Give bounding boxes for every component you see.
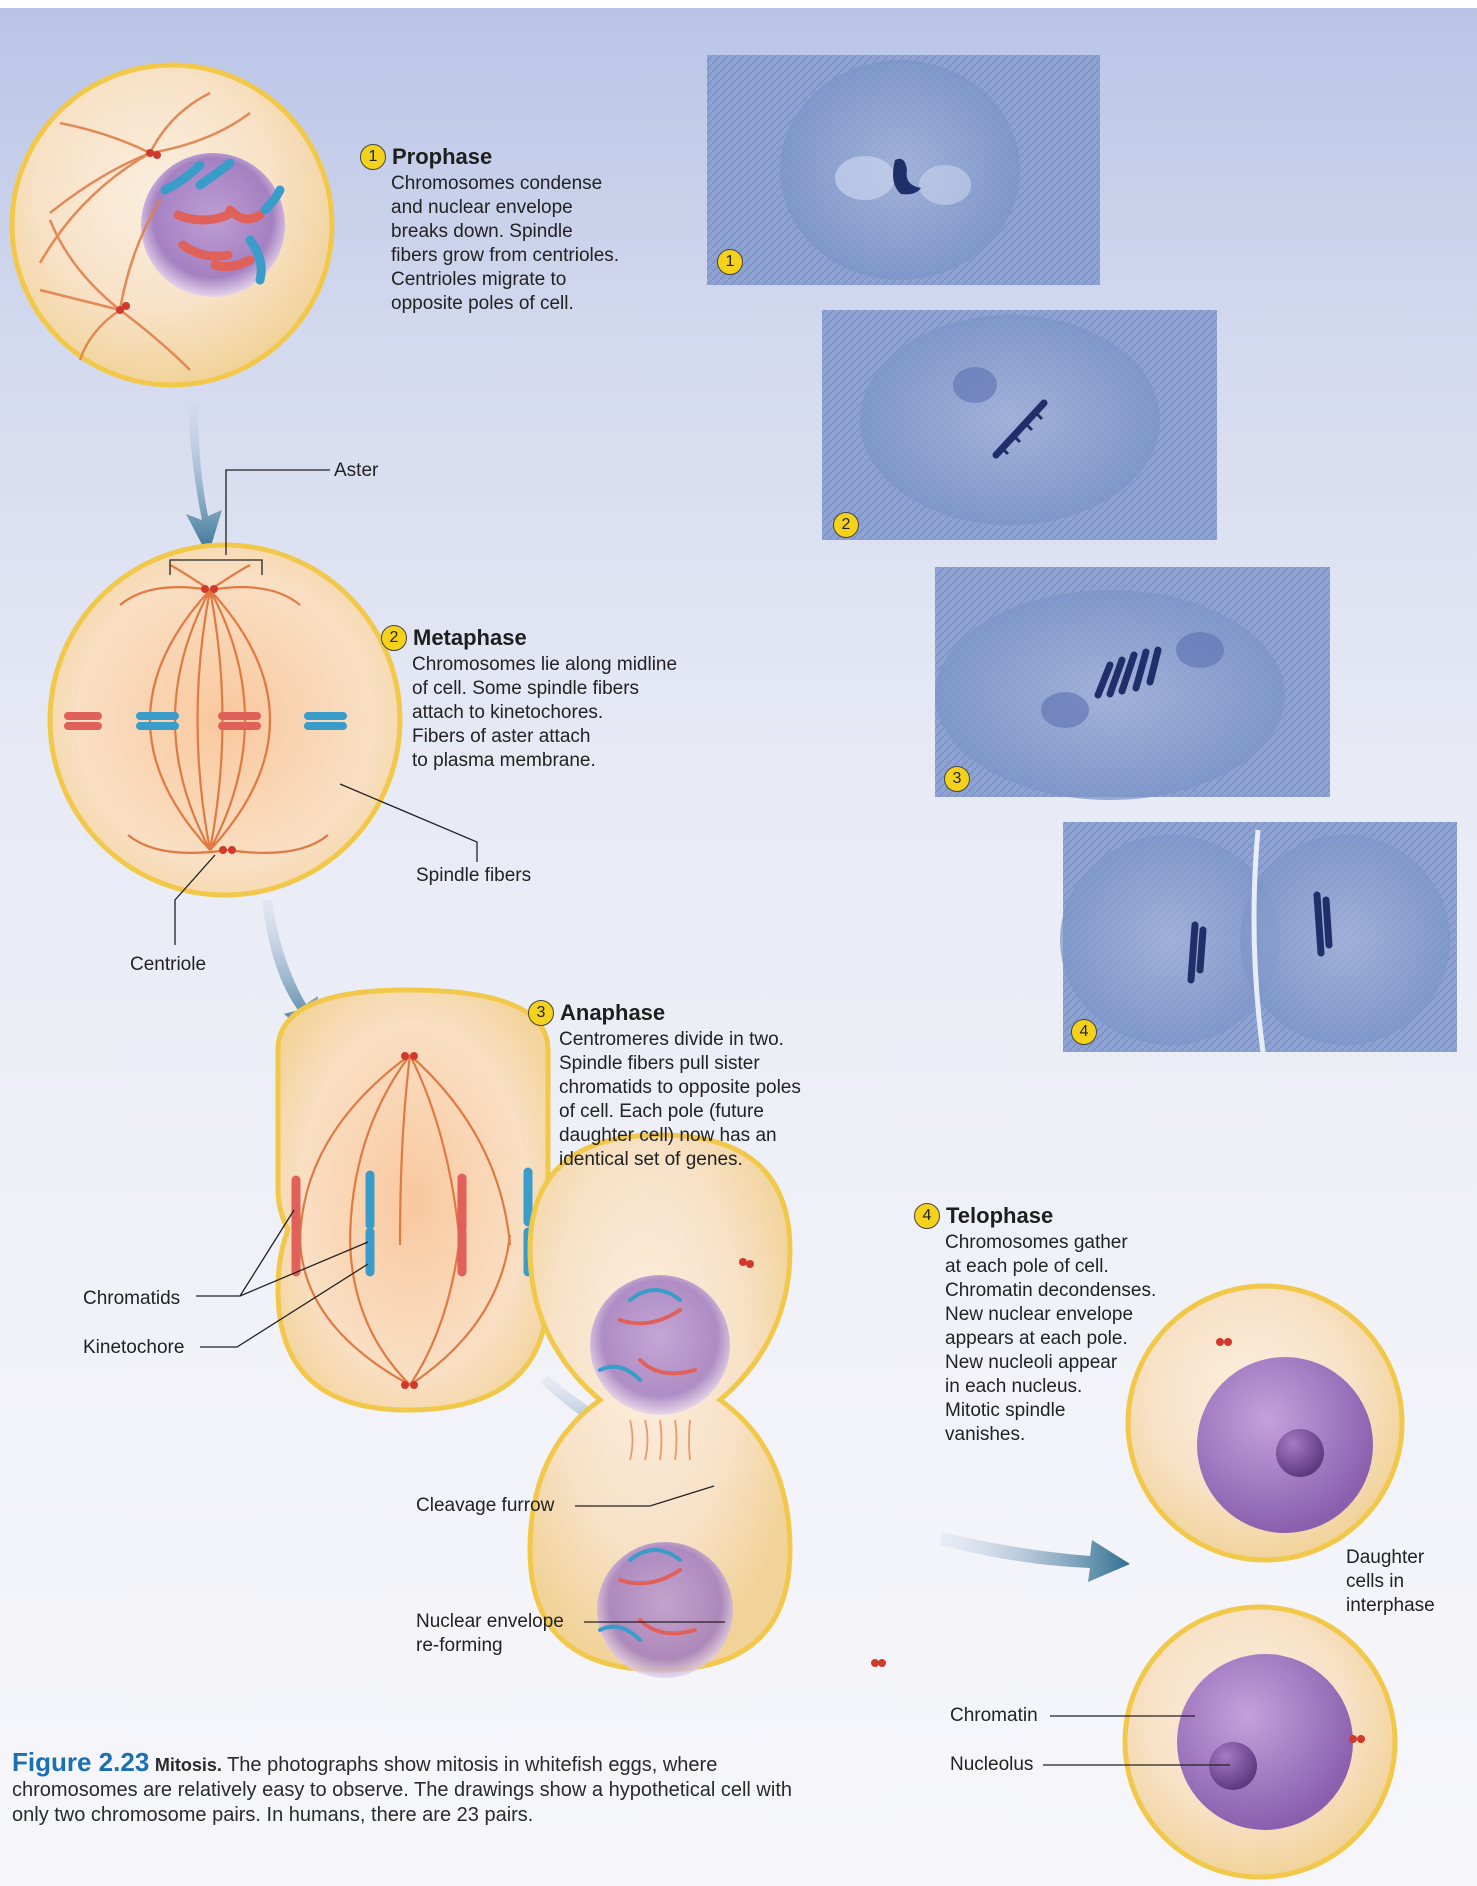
stage-number-badge: 3 — [528, 1000, 554, 1026]
label-spindle-fibers: Spindle fibers — [416, 864, 531, 888]
micrograph-photo-anaphase — [935, 567, 1330, 800]
micrograph-photo-telophase — [1060, 822, 1457, 1052]
label-cleavage-furrow: Cleavage furrow — [416, 1494, 554, 1518]
photo-badge-2: 2 — [833, 512, 859, 538]
stage-number-badge: 2 — [381, 625, 407, 651]
prophase-cell — [12, 65, 332, 385]
label-chromatin: Chromatin — [950, 1704, 1038, 1728]
figure-title: Mitosis. — [155, 1755, 222, 1775]
stage-title: Metaphase — [413, 625, 527, 651]
stage-description: Centromeres divide in two. Spindle fiber… — [559, 1028, 801, 1172]
label-nuclear-envelope: Nuclear envelope re-forming — [416, 1610, 564, 1658]
label-aster: Aster — [334, 459, 378, 483]
photo-badge-3: 3 — [944, 766, 970, 792]
anaphase-cell — [278, 990, 548, 1410]
stage-number-badge: 4 — [914, 1203, 940, 1229]
stage-title: Prophase — [392, 144, 492, 170]
stage-title: Telophase — [946, 1203, 1053, 1229]
micrograph-photo-prophase — [707, 55, 1100, 285]
arrow-prophase-to-metaphase — [186, 405, 222, 556]
arrow-telophase-to-daughter — [940, 1532, 1130, 1582]
daughter-cell-top — [1128, 1286, 1402, 1560]
stage-description: Chromosomes gather at each pole of cell.… — [945, 1231, 1156, 1447]
stage-description: Chromosomes lie along midline of cell. S… — [412, 653, 677, 773]
photo-badge-1: 1 — [717, 249, 743, 275]
label-kinetochore: Kinetochore — [83, 1336, 184, 1360]
micrograph-photo-metaphase — [822, 310, 1217, 540]
stage-description: Chromosomes condense and nuclear envelop… — [391, 172, 619, 316]
stage-number-badge: 1 — [360, 144, 386, 170]
label-daughter-cells: Daughter cells in interphase — [1346, 1546, 1435, 1618]
label-centriole: Centriole — [130, 953, 206, 977]
metaphase-cell — [50, 545, 400, 895]
figure-caption: Figure 2.23 Mitosis. The photographs sho… — [12, 1750, 812, 1828]
label-nucleolus: Nucleolus — [950, 1753, 1033, 1777]
figure-number: Figure 2.23 — [12, 1747, 149, 1777]
daughter-cell-bottom — [1125, 1607, 1395, 1877]
photo-badge-4: 4 — [1071, 1019, 1097, 1045]
stage-title: Anaphase — [560, 1000, 665, 1026]
label-chromatids: Chromatids — [83, 1287, 180, 1311]
